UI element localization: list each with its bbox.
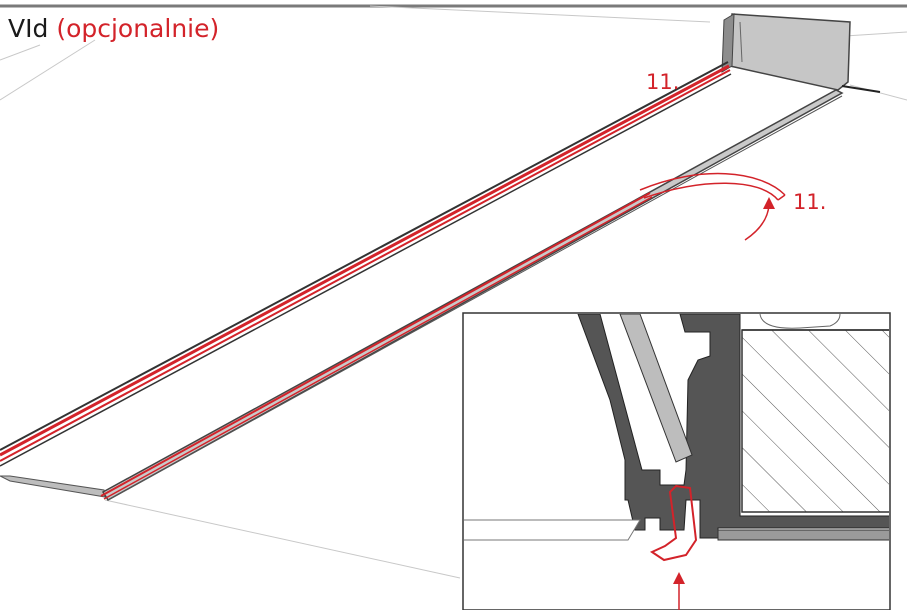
title-main: VId xyxy=(8,14,49,43)
gasket-peel xyxy=(639,172,786,201)
red-arrow-upper xyxy=(744,197,775,241)
callout-label-top: 11. xyxy=(646,70,680,94)
callout-label-right: 11. xyxy=(793,190,827,214)
title-optional: (opcjonalnie) xyxy=(56,14,220,43)
floor-plate xyxy=(464,519,641,541)
corner-connector xyxy=(721,13,881,93)
right-profile-rail xyxy=(100,89,844,502)
left-profile-rail xyxy=(0,61,732,498)
red-seal xyxy=(649,484,698,562)
glass-pane xyxy=(619,314,693,463)
background-lines xyxy=(0,5,907,579)
wall-hatch xyxy=(741,329,889,513)
profile-dark xyxy=(577,314,889,539)
red-arrow-lower xyxy=(673,572,685,610)
floor-strip xyxy=(717,529,889,541)
detail-inset xyxy=(462,312,891,610)
page-title: VId (opcjonalnie) xyxy=(8,14,219,44)
